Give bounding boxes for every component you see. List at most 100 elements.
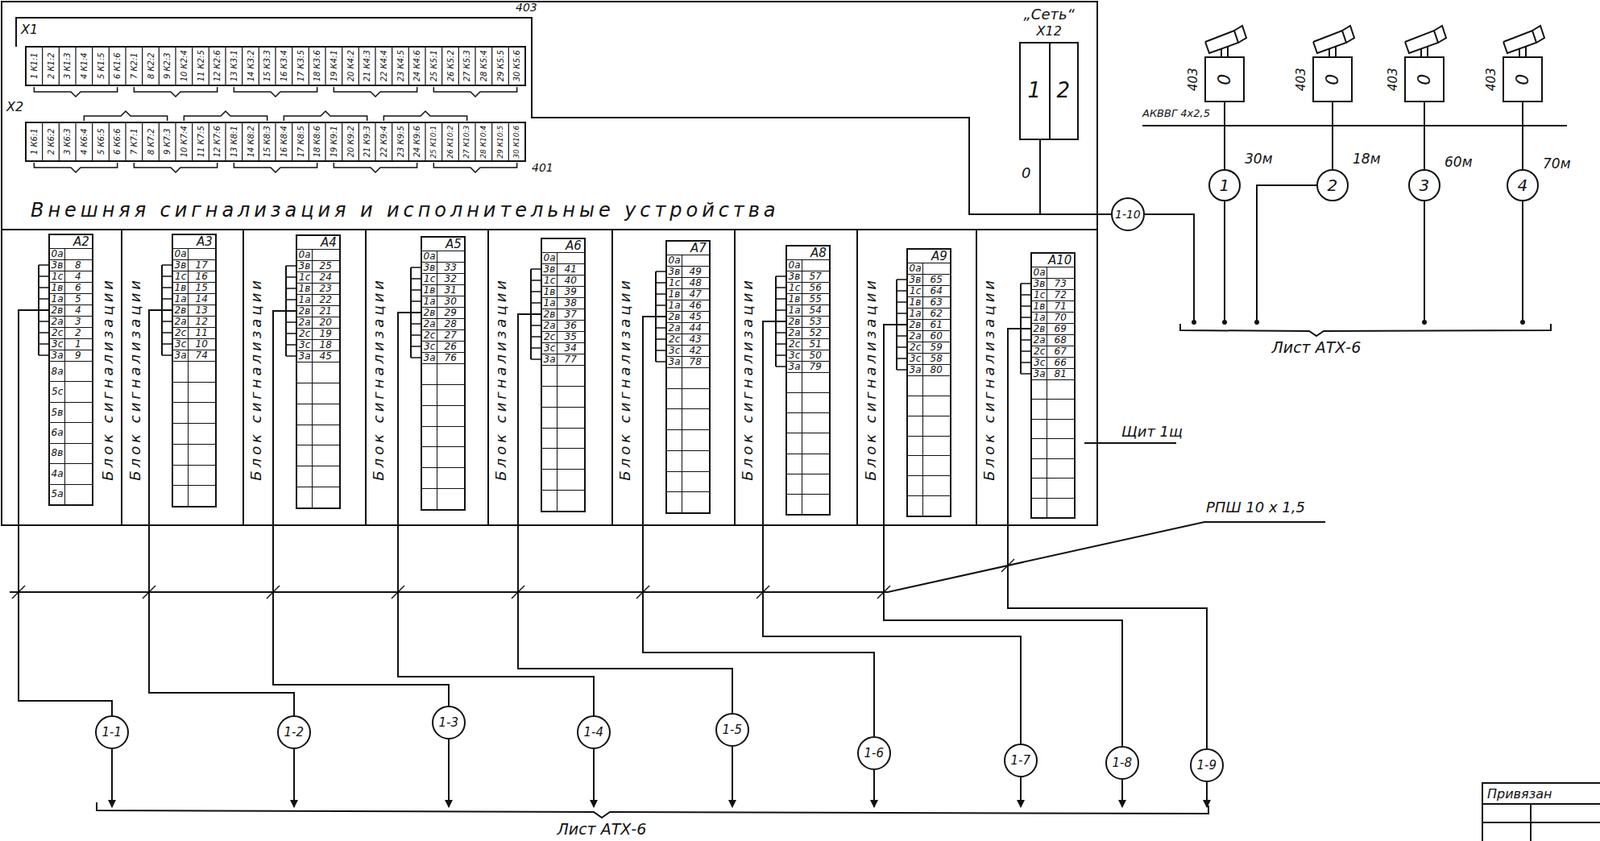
callout-circle: 1-4 xyxy=(576,715,611,750)
pin-cell: 1с xyxy=(1033,289,1045,301)
pin-tap xyxy=(410,300,421,303)
signal-block-table: А20а3в81с41в61а52в42а32с23с13а98а5с5в6а8… xyxy=(48,233,94,506)
terminal-bracket xyxy=(283,111,367,121)
pin-tap xyxy=(161,343,172,345)
callout-circle: 1-10 xyxy=(1110,197,1145,232)
terminal-divider xyxy=(374,46,376,86)
pin-cell: 3с xyxy=(423,340,436,353)
pin-cell: 4 xyxy=(74,304,82,316)
terminal-cell: 24 К9:6 xyxy=(412,125,423,158)
pin-tap xyxy=(410,266,421,269)
table-rule xyxy=(787,372,830,374)
terminal-divider xyxy=(508,46,510,86)
terminal-cell: 30 К10:6 xyxy=(512,125,521,159)
pin-tap xyxy=(286,344,296,346)
pin-cell: 1а xyxy=(668,299,681,311)
table-rule xyxy=(801,259,803,514)
terminal-cell: 14 К3:2 xyxy=(245,49,256,82)
pin-tap xyxy=(38,354,49,357)
pin-cell: 4 xyxy=(74,270,82,282)
pin-cell: 63 xyxy=(930,296,943,308)
terminal-cell: 1 К6:1 xyxy=(29,128,39,155)
terminal-cell: 10 К7:4 xyxy=(179,125,190,158)
pin-cell: 3в xyxy=(788,270,801,282)
pin-cell: 2а xyxy=(298,316,311,328)
pin-cell: 3а xyxy=(423,352,436,364)
table-rule xyxy=(1032,497,1074,499)
table-rule xyxy=(422,446,465,448)
terminal-strip xyxy=(25,122,526,162)
pin-tap xyxy=(530,347,541,349)
pin-cell: 48 xyxy=(689,277,702,289)
callout-number: 1-5 xyxy=(722,723,743,738)
pin-cell: 0а xyxy=(298,248,311,261)
camera-lens xyxy=(1434,25,1447,43)
camera-mount xyxy=(1420,49,1422,57)
pin-tap xyxy=(286,265,296,267)
terminal-divider xyxy=(158,122,160,162)
pin-cell: 1а xyxy=(51,293,64,305)
pin-tap xyxy=(530,335,541,338)
terminal-divider xyxy=(308,122,310,162)
table-rule xyxy=(436,250,438,510)
pin-cell: 57 xyxy=(809,270,822,282)
table-rule xyxy=(1032,398,1074,400)
generated-layer xyxy=(12,25,1545,808)
pin-cell: 36 xyxy=(564,319,577,332)
pin-cell: 2а xyxy=(423,318,436,330)
table-rule xyxy=(49,443,92,444)
block-caption: Блок сигнализации xyxy=(981,276,999,481)
camera-lens xyxy=(1342,25,1355,43)
table-rule xyxy=(1032,458,1074,460)
pin-tap xyxy=(775,286,786,289)
pin-cell: 3в xyxy=(909,273,922,286)
pin-tap xyxy=(38,275,49,278)
pin-cell: 33 xyxy=(444,261,457,274)
terminal-cell: 15 К8:3 xyxy=(262,125,273,158)
pin-tap xyxy=(775,275,786,278)
pin-cell: 80 xyxy=(930,364,943,376)
terminal-cell: 13 К8:1 xyxy=(229,125,240,158)
pin-cell: 65 xyxy=(930,273,943,286)
terminal-wire xyxy=(16,17,1041,215)
trunk-cable xyxy=(9,522,1326,593)
pin-cell: 42 xyxy=(689,344,702,357)
terminal-cell: 2 К1:2 xyxy=(45,52,56,79)
terminal-divider xyxy=(241,122,243,162)
terminal-bracket xyxy=(233,162,317,173)
terminal-cell: 8 К2:2 xyxy=(145,52,156,79)
pin-cell: 1а xyxy=(909,307,922,320)
table-rule xyxy=(907,455,950,456)
pin-tap xyxy=(896,335,907,337)
pin-tap xyxy=(1020,282,1031,285)
table-rule xyxy=(556,252,558,511)
table-rule xyxy=(297,403,340,405)
table-rule xyxy=(173,484,216,486)
callout-number: 2 xyxy=(1327,176,1339,195)
cable-length: 30м xyxy=(1244,151,1273,168)
terminal-cell: 15 К3:3 xyxy=(262,49,273,82)
terminal-divider xyxy=(341,46,343,86)
camera-mount xyxy=(1525,46,1527,57)
callout-number: 1-6 xyxy=(864,746,885,761)
camera-body: 4030 xyxy=(1204,56,1245,103)
pin-cell: 20 xyxy=(319,316,332,328)
pin-tap xyxy=(655,349,666,352)
pin-tap xyxy=(410,289,421,291)
table-rule xyxy=(907,475,950,477)
terminal-cell: 7 К2:1 xyxy=(128,52,139,79)
pin-cell: 5в xyxy=(51,406,64,419)
pin-cell: 50 xyxy=(809,349,822,361)
pin-tap xyxy=(1020,361,1031,364)
table-rule xyxy=(787,432,830,434)
pin-cell: 9 xyxy=(74,349,82,361)
table-rule xyxy=(667,450,709,452)
pin-cell: 44 xyxy=(689,322,702,334)
table-rule xyxy=(667,471,709,473)
table-rule xyxy=(297,424,340,426)
pin-tap xyxy=(1020,294,1031,296)
pin-tap xyxy=(530,268,541,270)
pin-cell: 11 xyxy=(195,327,208,339)
signal-block-table: А80а3в571с561в551а542в532а522с513с503а79 xyxy=(785,244,831,516)
pin-cell: 0а xyxy=(423,250,436,262)
